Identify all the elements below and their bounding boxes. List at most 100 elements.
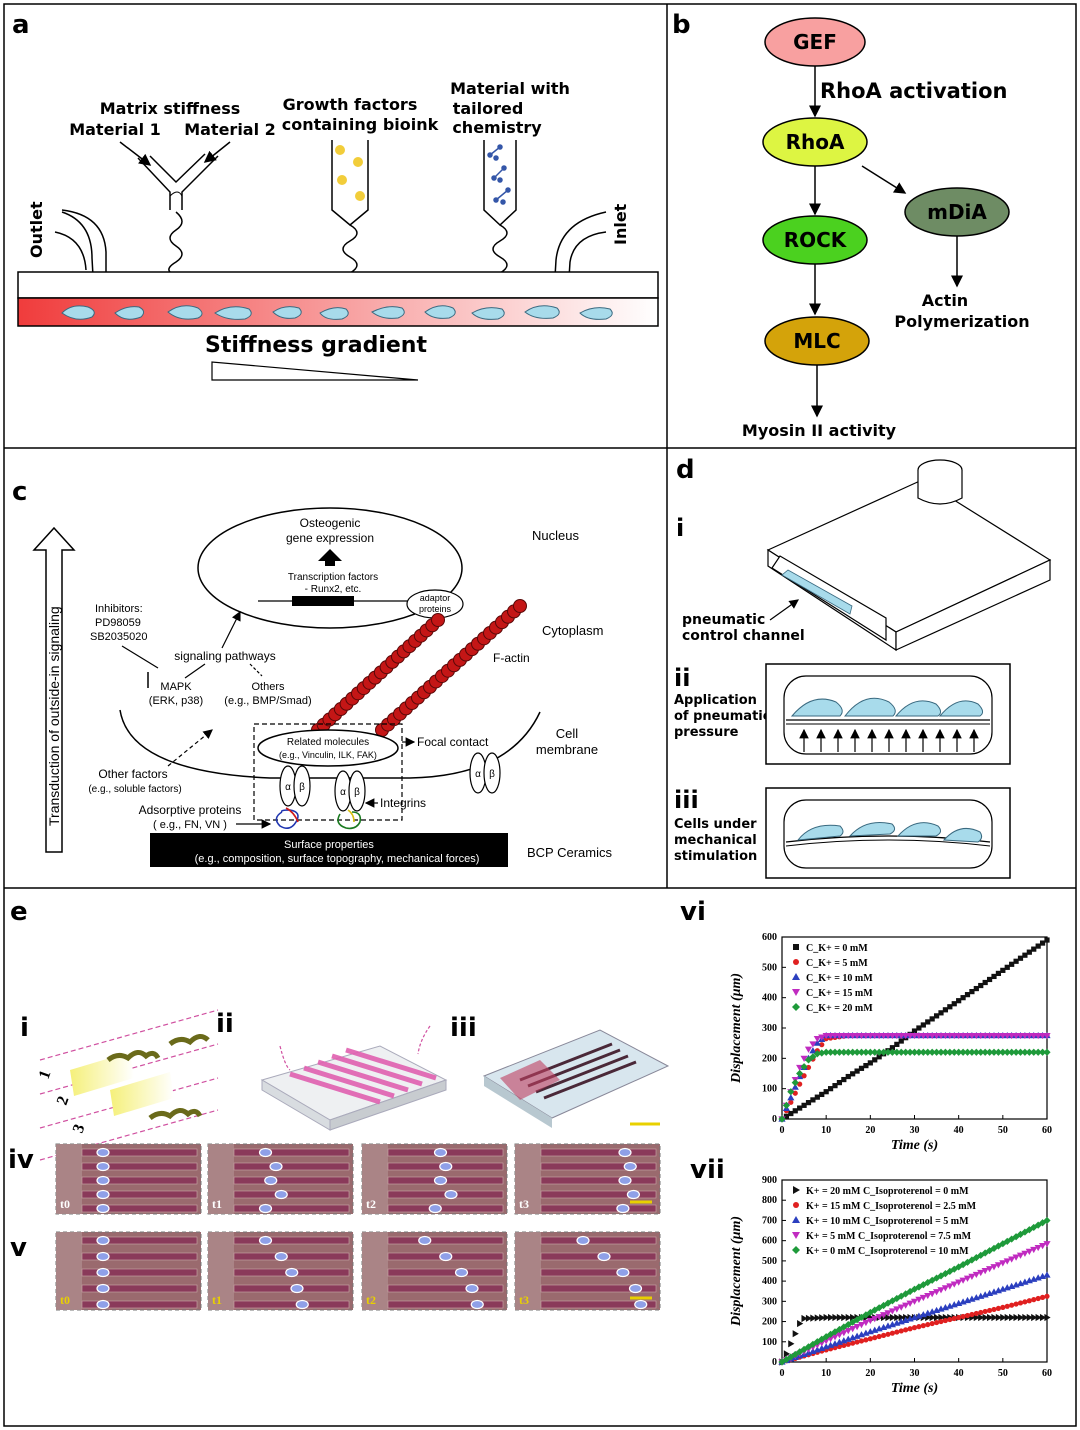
data-point: [853, 1324, 861, 1331]
channel-lane: [81, 1284, 198, 1293]
data-point: [1031, 1313, 1038, 1322]
data-point: [867, 1060, 873, 1066]
channel-lane: [233, 1176, 350, 1185]
data-point: [977, 1269, 985, 1277]
data-point: [955, 1263, 963, 1271]
data-point: [977, 1048, 985, 1056]
channel-lane: [81, 1300, 198, 1309]
data-point: [906, 1300, 914, 1307]
data-point: [797, 1105, 803, 1111]
alpha-3: α: [475, 769, 481, 780]
data-point: [950, 1281, 958, 1288]
data-point: [1012, 1233, 1020, 1241]
data-point: [898, 1313, 905, 1322]
focal-contact-box: [253, 723, 403, 821]
data-point: [858, 1338, 865, 1344]
data-point: [898, 1328, 904, 1334]
data-point: [800, 1345, 808, 1353]
data-point: [818, 1034, 826, 1041]
mdia-label: mDiA: [927, 200, 987, 224]
data-point: [831, 1328, 839, 1336]
data-point: [1003, 1258, 1011, 1265]
data-point: [995, 970, 1002, 976]
data-point: [863, 1063, 869, 1069]
data-point: [888, 1048, 897, 1056]
data-point: [819, 1314, 826, 1322]
data-point: [889, 1313, 897, 1322]
data-point: [1004, 1313, 1011, 1322]
data-point: [963, 1258, 972, 1266]
data-point: [995, 1313, 1003, 1322]
data-point: [862, 1048, 870, 1056]
data-point: [1022, 952, 1028, 958]
tracked-cell: [465, 1283, 479, 1294]
data-point: [990, 1048, 998, 1056]
data-point: [1022, 1299, 1028, 1305]
data-point: [853, 1048, 861, 1056]
others-label: Others: [251, 681, 285, 693]
surface-properties-bar: [150, 833, 508, 867]
data-point: [791, 1083, 799, 1090]
d-i-label: i: [676, 514, 684, 542]
data-point: [791, 1079, 799, 1087]
legend-entry: C_K+ = 15 mM: [806, 988, 873, 999]
cells-label-1: Cells under: [674, 817, 757, 832]
tf-label-1: Transcription factors: [288, 572, 378, 583]
data-point: [863, 1337, 869, 1343]
channel-lane: [540, 1204, 657, 1213]
data-point: [836, 1080, 843, 1086]
surface-sub-label: (e.g., composition, surface topography, …: [195, 853, 480, 865]
channel-lane: [387, 1204, 504, 1213]
data-point: [978, 1309, 984, 1316]
tracked-cell: [428, 1203, 442, 1214]
data-point: [920, 1022, 926, 1028]
data-point: [982, 1308, 988, 1315]
data-point: [844, 1048, 852, 1056]
data-point: [978, 982, 984, 989]
data-point: [960, 995, 966, 1001]
alpha-1: α: [285, 782, 291, 793]
data-point: [853, 1316, 861, 1324]
data-point: [964, 992, 971, 998]
data-point: [783, 1113, 790, 1119]
rhoa-activation-label: RhoA activation: [820, 79, 1007, 103]
data-point: [898, 1038, 904, 1044]
tracked-cell: [96, 1175, 110, 1186]
data-point: [867, 1336, 873, 1342]
data-point: [925, 1321, 931, 1328]
tracked-cell: [96, 1147, 110, 1158]
molecule-icons: [487, 144, 511, 205]
data-point: [1000, 1304, 1006, 1310]
data-point: [805, 1100, 812, 1106]
channel-lane: [540, 1148, 657, 1157]
data-point: [963, 1048, 972, 1056]
data-point: [793, 944, 799, 950]
e-iii-label: iii: [450, 1013, 477, 1043]
x-tick-label: 0: [780, 1125, 785, 1136]
panel-d-label: d: [676, 455, 695, 485]
osteogenic-label-2: gene expression: [286, 531, 374, 545]
y-tick-label: 200: [762, 1317, 777, 1328]
pressure-arrows: [799, 728, 979, 752]
channel-lane: [540, 1190, 657, 1199]
data-point: [857, 1321, 866, 1329]
channel-lane: [387, 1268, 504, 1277]
cell-label: Cell: [556, 726, 579, 741]
data-point: [1044, 937, 1050, 943]
lane-2: 2: [54, 1094, 73, 1107]
data-point: [792, 1003, 800, 1011]
data-point: [969, 989, 975, 995]
data-point: [888, 1308, 897, 1315]
data-point: [894, 1313, 901, 1322]
focal-label: Focal contact: [417, 735, 489, 749]
legend-entry: K+ = 20 mM C_Isoproterenol = 0 mM: [806, 1186, 969, 1197]
data-point: [947, 1316, 953, 1323]
channel-lane: [81, 1176, 198, 1185]
tracked-cell: [96, 1251, 110, 1262]
data-point: [1016, 1252, 1025, 1259]
data-point: [1009, 1302, 1015, 1308]
frame-label: t2: [366, 1293, 376, 1307]
data-point: [1017, 1313, 1025, 1322]
data-point: [1035, 1295, 1041, 1302]
